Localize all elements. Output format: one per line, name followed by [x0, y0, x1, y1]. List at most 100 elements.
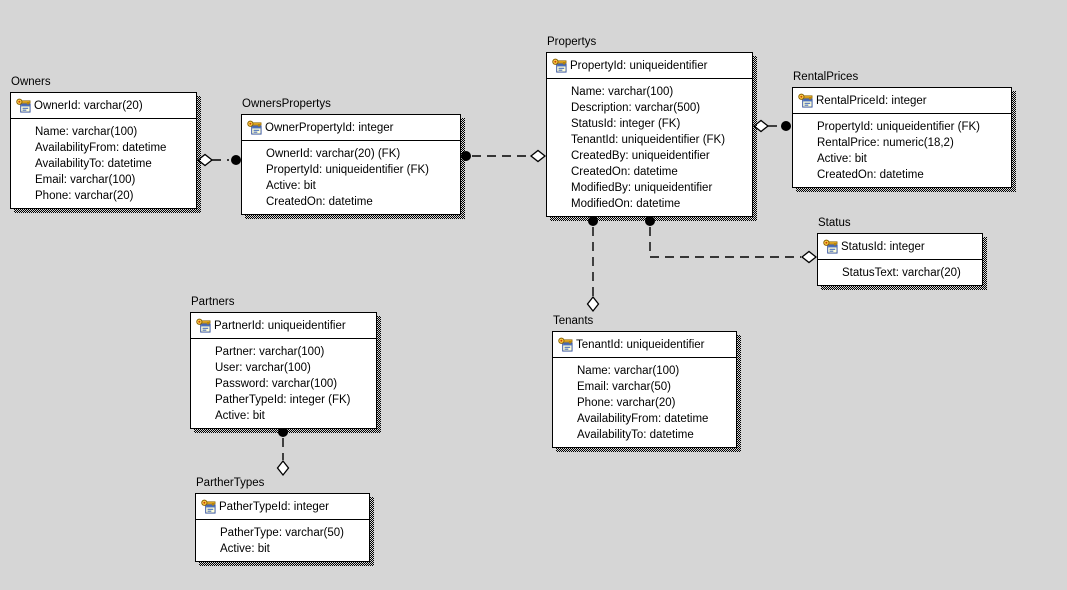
- entity-header: PartnerId: uniqueidentifier: [191, 313, 376, 339]
- field-row: AvailabilityTo: datetime: [577, 429, 694, 441]
- entity-owners[interactable]: Owners OwnerId: varchar(20) Name: varcha…: [10, 75, 201, 213]
- primary-key-icon: [196, 318, 211, 333]
- one-end-diamond: [276, 459, 290, 477]
- field-row: Phone: varchar(20): [577, 397, 676, 409]
- entity-title: OwnersPropertys: [242, 98, 331, 110]
- relationship-propertys-status[interactable]: [645, 216, 818, 264]
- field-row: Name: varchar(100): [35, 126, 138, 138]
- field-row: CreatedOn: datetime: [817, 169, 924, 181]
- field-row: User: varchar(100): [215, 362, 311, 374]
- entity-propertys[interactable]: Propertys PropertyId: uniqueidentifier N…: [546, 35, 757, 221]
- entity-box: StatusId: integer StatusText: varchar(20…: [817, 233, 983, 286]
- one-end-diamond: [586, 295, 600, 313]
- field-row: Partner: varchar(100): [215, 346, 325, 358]
- entity-box: PropertyId: uniqueidentifier Name: varch…: [546, 52, 753, 217]
- one-end-diamond: [800, 250, 818, 264]
- entity-title: Owners: [11, 76, 51, 88]
- field-row: PropertyId: uniqueidentifier (FK): [817, 121, 980, 133]
- one-end-diamond: [529, 149, 547, 163]
- relationship-propertys-rentalprices[interactable]: [752, 119, 791, 133]
- entity-box: PartnerId: uniqueidentifier Partner: var…: [190, 312, 377, 429]
- primary-key-field: OwnerId: varchar(20): [34, 99, 143, 112]
- entity-fields: Partner: varchar(100) User: varchar(100) P…: [191, 339, 376, 428]
- many-end-dot: [231, 155, 241, 165]
- entity-header: StatusId: integer: [818, 234, 982, 260]
- primary-key-field: PartnerId: uniqueidentifier: [214, 319, 346, 332]
- primary-key-field: RentalPriceId: integer: [816, 94, 927, 107]
- field-row: Description: varchar(500): [571, 102, 701, 114]
- entity-title: Status: [818, 217, 851, 229]
- field-row: Password: varchar(100): [215, 378, 338, 390]
- entity-title: Propertys: [547, 36, 597, 48]
- primary-key-field: StatusId: integer: [841, 240, 925, 253]
- entity-fields: Name: varchar(100) AvailabilityFrom: date…: [11, 119, 196, 208]
- entity-ownerspropertys[interactable]: OwnersPropertys OwnerPropertyId: integer…: [241, 97, 465, 219]
- entity-title: RentalPrices: [793, 71, 859, 83]
- field-row: Active: bit: [817, 153, 867, 165]
- entity-fields: OwnerId: varchar(20) (FK) PropertyId: uni…: [242, 141, 460, 214]
- field-row: Email: varchar(50): [577, 381, 671, 393]
- field-row: ModifiedBy: uniqueidentifier: [571, 182, 713, 194]
- entity-parthertypes[interactable]: PartherTypes PatherTypeId: integer Pathe…: [195, 476, 374, 566]
- field-row: AvailabilityFrom: datetime: [577, 413, 709, 425]
- field-row: TenantId: uniqueidentifier (FK): [571, 134, 726, 146]
- one-end-diamond: [752, 119, 770, 133]
- field-row: Email: varchar(100): [35, 174, 136, 186]
- many-end-dot: [781, 121, 791, 131]
- entity-box: TenantId: uniqueidentifier Name: varchar…: [552, 331, 737, 448]
- field-row: Phone: varchar(20): [35, 190, 134, 202]
- one-end-diamond: [196, 153, 214, 167]
- entity-box: OwnerPropertyId: integer OwnerId: varcha…: [241, 114, 461, 215]
- entity-header: OwnerId: varchar(20): [11, 93, 196, 119]
- field-row: CreatedOn: datetime: [266, 196, 373, 208]
- primary-key-icon: [558, 337, 573, 352]
- entity-header: RentalPriceId: integer: [793, 88, 1011, 114]
- primary-key-icon: [823, 239, 838, 254]
- entity-fields: PatherType: varchar(50) Active: bit: [196, 520, 369, 561]
- entity-fields: Name: varchar(100) Description: varchar(5…: [547, 79, 752, 216]
- primary-key-field: PatherTypeId: integer: [219, 500, 329, 513]
- field-row: Name: varchar(100): [577, 365, 680, 377]
- field-row: Name: varchar(100): [571, 86, 674, 98]
- entity-header: PatherTypeId: integer: [196, 494, 369, 520]
- entity-title: Tenants: [553, 315, 594, 327]
- field-row: PropertyId: uniqueidentifier (FK): [266, 164, 429, 176]
- field-row: ModifiedOn: datetime: [571, 198, 681, 210]
- field-row: PatherType: varchar(50): [220, 527, 345, 539]
- entity-tenants[interactable]: Tenants TenantId: uniqueidentifier Name:…: [552, 314, 741, 452]
- primary-key-field: TenantId: uniqueidentifier: [576, 338, 705, 351]
- entity-rentalprices[interactable]: RentalPrices RentalPriceId: integer Prop…: [792, 70, 1016, 192]
- field-row: Active: bit: [215, 410, 265, 422]
- field-row: CreatedBy: uniqueidentifier: [571, 150, 710, 162]
- field-row: AvailabilityFrom: datetime: [35, 142, 167, 154]
- field-row: Active: bit: [220, 543, 270, 555]
- field-row: RentalPrice: numeric(18,2): [817, 137, 954, 149]
- entity-fields: Name: varchar(100) Email: varchar(50) Phon…: [553, 358, 736, 447]
- primary-key-icon: [552, 58, 567, 73]
- entity-title: Partners: [191, 296, 235, 308]
- entity-partners[interactable]: Partners PartnerId: uniqueidentifier Par…: [190, 295, 381, 433]
- field-row: AvailabilityTo: datetime: [35, 158, 152, 170]
- entity-fields: StatusText: varchar(20): [818, 260, 982, 285]
- primary-key-field: OwnerPropertyId: integer: [265, 121, 394, 134]
- entity-status[interactable]: Status StatusId: integer StatusText: var…: [817, 216, 987, 290]
- primary-key-icon: [247, 120, 262, 135]
- field-row: OwnerId: varchar(20) (FK): [266, 148, 401, 160]
- entity-fields: PropertyId: uniqueidentifier (FK) RentalP…: [793, 114, 1011, 187]
- entity-title: PartherTypes: [196, 477, 265, 489]
- primary-key-field: PropertyId: uniqueidentifier: [570, 59, 708, 72]
- relationship-owners-ownerspropertys[interactable]: [196, 153, 241, 167]
- relationship-partners-parthertypes[interactable]: [276, 427, 290, 477]
- entity-header: PropertyId: uniqueidentifier: [547, 53, 752, 79]
- relationship-ownerspropertys-propertys[interactable]: [461, 149, 547, 163]
- entity-header: OwnerPropertyId: integer: [242, 115, 460, 141]
- relationship-propertys-tenants[interactable]: [586, 216, 600, 313]
- field-row: Active: bit: [266, 180, 316, 192]
- primary-key-icon: [201, 499, 216, 514]
- field-row: PatherTypeId: integer (FK): [215, 394, 351, 406]
- entity-box: OwnerId: varchar(20) Name: varchar(100) A…: [10, 92, 197, 209]
- primary-key-icon: [798, 93, 813, 108]
- primary-key-icon: [16, 98, 31, 113]
